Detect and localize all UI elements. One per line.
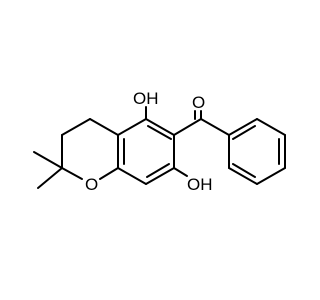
bond-ph5-ph6 [228,167,258,185]
bond-ph2-ph3 [256,118,286,136]
bond-c8-c8a [117,167,147,185]
gem-dimethyl-group [33,151,63,189]
bond-ph1-ph2-double [232,125,256,140]
hydroxyl-label-top: OH [133,89,159,108]
pyran-ring [61,118,119,180]
bond-c2-methyl-2 [37,167,63,189]
bond-c7-oh [173,167,188,177]
bond-ph4-ph5 [256,167,286,185]
benzoyl-group [173,110,230,136]
molecule-structure: OH O O OH [33,89,286,194]
ring-oxygen-label: O [85,175,98,194]
bond-c2-methyl-1 [33,151,63,169]
bond-c4a-c4 [89,118,119,136]
bond-c6-carbonyl [173,118,202,136]
bond-c4-c3 [61,118,91,136]
bond-c2-o1 [61,167,83,180]
bond-c7-c8 [145,167,175,185]
bond-ph1-ph2 [228,118,258,136]
bond-ph5-ph6-double [232,163,256,178]
bond-c7-c8-double [146,163,170,178]
bond-c5-c6 [145,118,175,136]
phenyl-ring [228,118,286,185]
hydroxyl-label-bottom: OH [187,175,213,194]
central-aromatic-ring [117,118,175,185]
bond-c4a-c5 [117,118,147,136]
bond-c5-c6-double [147,125,172,140]
bond-o1-c8a [99,167,119,180]
bond-carbonyl-phenyl [200,118,230,136]
carbonyl-oxygen-label: O [192,93,205,112]
